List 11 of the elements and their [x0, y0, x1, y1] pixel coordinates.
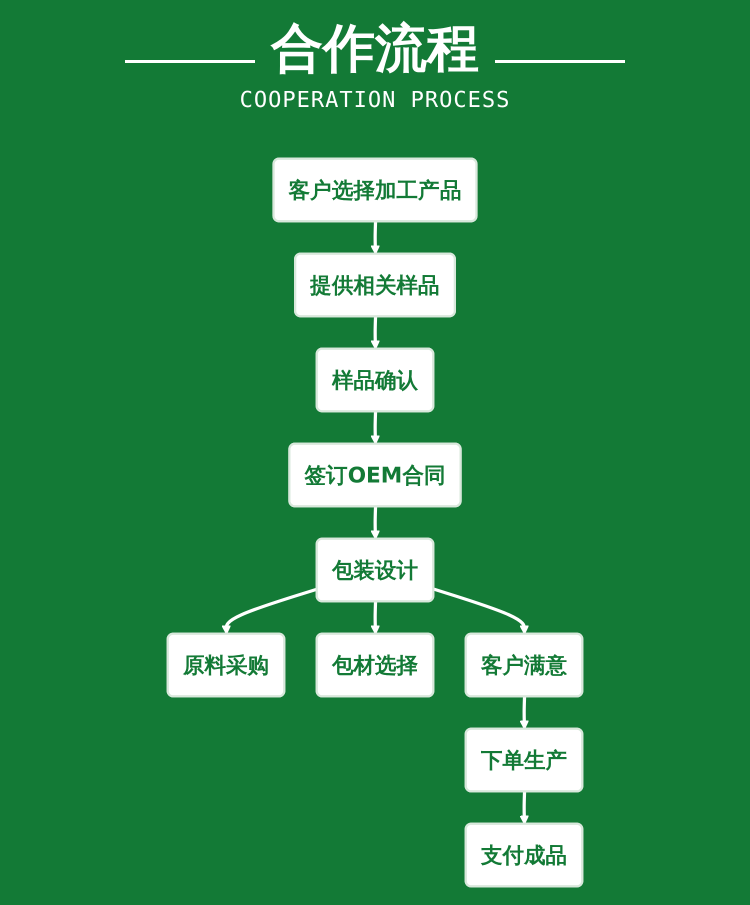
arrow: [370, 222, 380, 255]
arrow: [370, 316, 380, 350]
arrow: [520, 792, 529, 825]
arrow: [433, 588, 529, 635]
arrow: [370, 602, 380, 635]
subtitle: COOPERATION PROCESS: [238, 88, 512, 113]
title: 合作流程: [271, 18, 479, 81]
arrow: [222, 588, 318, 635]
arrow: [370, 412, 380, 445]
arrow: [370, 506, 380, 540]
arrow: [520, 696, 529, 730]
